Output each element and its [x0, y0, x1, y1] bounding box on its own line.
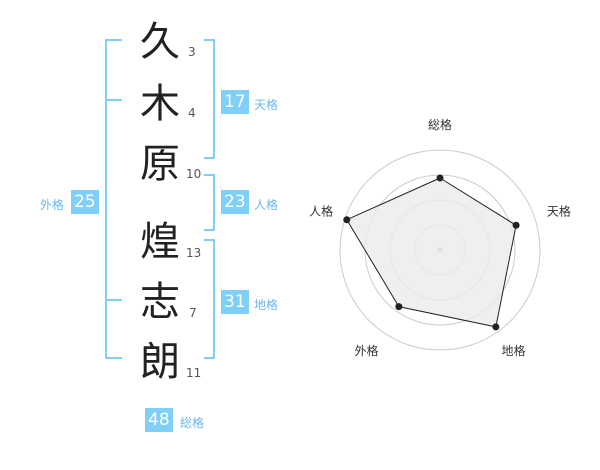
radar-axis-label-1: 総格 — [428, 117, 452, 132]
radar-point-4 — [395, 303, 403, 311]
sou-value-badge: 48 — [145, 408, 173, 432]
gai-label: 外格 — [40, 198, 65, 212]
kanji-3: 原 — [140, 141, 180, 187]
kanji-6: 朗 — [140, 339, 180, 385]
ten-label: 天格 — [254, 98, 279, 112]
radar-point-1 — [436, 174, 444, 182]
kanji-4: 煌 — [140, 219, 180, 265]
radar-axis-label-3: 地格 — [501, 343, 525, 358]
radar-point-3 — [492, 323, 500, 331]
stroke-count-4: 13 — [186, 246, 202, 260]
jin-value-badge: 23 — [221, 190, 249, 214]
stroke-count-3: 10 — [186, 167, 202, 181]
radar-point-5 — [343, 216, 351, 224]
stroke-count-2: 4 — [188, 106, 196, 120]
kanji-5: 志 — [140, 279, 180, 325]
kanji-1: 久 — [140, 19, 180, 65]
outer-bracket — [105, 39, 122, 359]
sou-label: 総格 — [180, 416, 205, 430]
radar-point-2 — [512, 221, 520, 229]
kanji-2: 木 — [140, 81, 180, 127]
ten-bracket — [204, 39, 215, 159]
chi-label: 地格 — [254, 298, 279, 312]
radar-ring — [339, 149, 541, 351]
stroke-count-5: 7 — [189, 306, 197, 320]
stroke-count-6: 11 — [186, 366, 202, 380]
radar-axis-label-4: 外格 — [355, 343, 379, 358]
radar-axis-label-5: 人格 — [309, 203, 333, 218]
gai-value-badge: 25 — [71, 190, 99, 214]
ten-value-badge: 17 — [221, 90, 249, 114]
chi-value-badge: 31 — [221, 290, 249, 314]
radar-axis-label-2: 天格 — [547, 203, 571, 218]
chi-bracket — [204, 239, 215, 359]
jin-bracket — [204, 174, 215, 231]
radar-area — [346, 177, 517, 328]
jin-label: 人格 — [254, 198, 279, 212]
stroke-count-1: 3 — [188, 45, 196, 59]
